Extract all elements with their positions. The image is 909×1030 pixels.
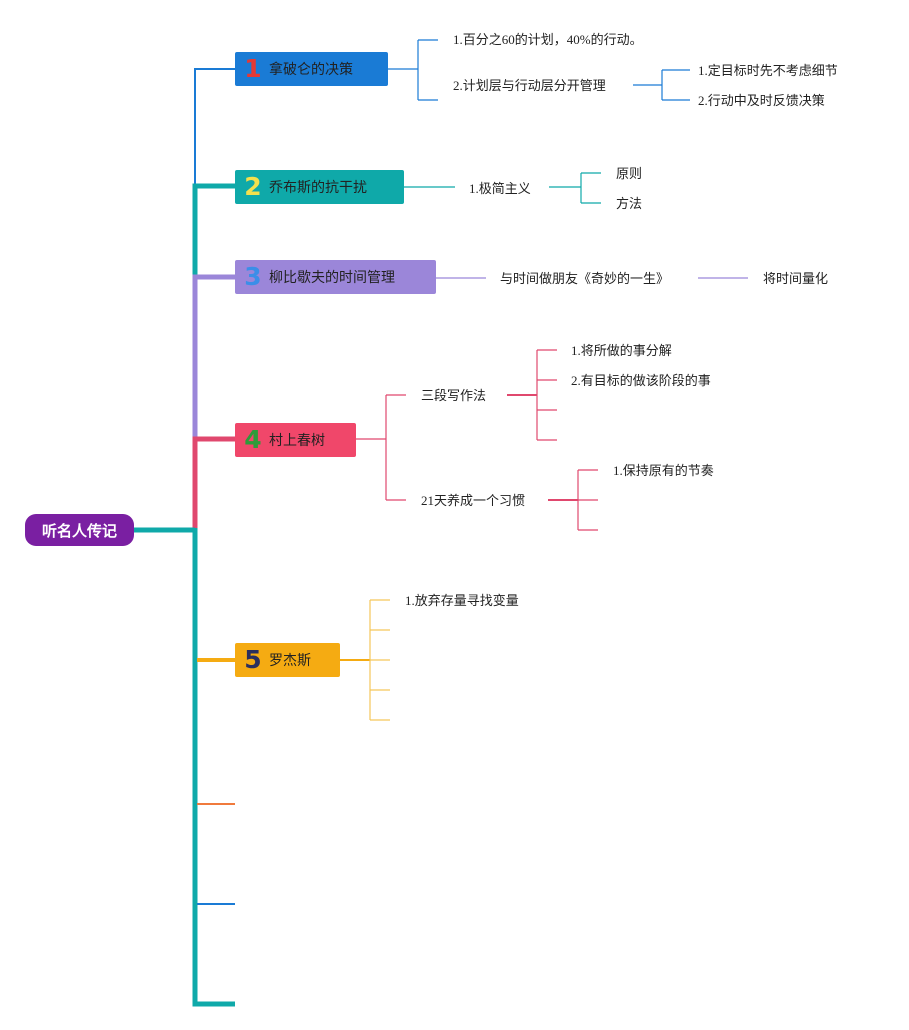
topic-jobs[interactable]: 2 乔布斯的抗干扰 (235, 170, 404, 204)
trunk-lower (192, 528, 235, 1007)
subtopic-label[interactable]: 2.行动中及时反馈决策 (698, 93, 825, 108)
topic-label: 柳比歇夫的时间管理 (269, 270, 395, 286)
subtopic-label[interactable]: 1.百分之60的计划，40%的行动。 (453, 32, 643, 47)
branch-line-3 (192, 274, 235, 438)
topic-label: 村上春树 (269, 433, 325, 449)
topic2-connectors (404, 172, 601, 204)
subtopic-label[interactable]: 1.定目标时先不考虑细节 (698, 63, 838, 78)
subtopic-label[interactable]: 1.将所做的事分解 (571, 343, 672, 358)
subtopic-label[interactable]: 1.极简主义 (469, 181, 531, 196)
topic-label: 拿破仑的决策 (269, 62, 353, 78)
subtopic-label[interactable]: 1.保持原有的节奏 (613, 463, 714, 478)
subtopic-label[interactable]: 原则 (616, 166, 643, 181)
subtopic-label[interactable]: 将时间量化 (763, 271, 829, 286)
branch-line-1 (194, 68, 235, 185)
subtopic-label[interactable]: 方法 (616, 196, 643, 211)
subtopic-label[interactable]: 2.有目标的做该阶段的事 (571, 373, 711, 388)
topic-number: 2 (244, 172, 262, 201)
subtopic-label[interactable]: 21天养成一个习惯 (421, 493, 526, 508)
topic-label: 乔布斯的抗干扰 (269, 180, 367, 196)
topic-murakami[interactable]: 4 村上春树 (235, 423, 356, 457)
topic-rogers[interactable]: 5 罗杰斯 (235, 643, 340, 677)
topic-lyubishchev[interactable]: 3 柳比歇夫的时间管理 (235, 260, 436, 294)
topic-number: 1 (244, 54, 262, 83)
topic4-connectors (356, 349, 598, 531)
branch-line-4 (192, 436, 235, 528)
branch-line-2 (192, 183, 235, 277)
subtopic-label[interactable]: 1.放弃存量寻找变量 (405, 593, 519, 608)
topic-number: 5 (244, 645, 262, 674)
root-topic[interactable]: 听名人传记 (25, 514, 134, 546)
subtopic-label[interactable]: 三段写作法 (421, 388, 487, 403)
topic-label: 罗杰斯 (269, 653, 311, 669)
topic-number: 3 (244, 262, 262, 291)
subtopic-label[interactable]: 2.计划层与行动层分开管理 (453, 78, 606, 93)
topic5-connectors (340, 599, 390, 721)
topic-napoleon[interactable]: 1 拿破仑的决策 (235, 52, 388, 86)
subtopic-label[interactable]: 与时间做朋友《奇妙的一生》 (500, 271, 670, 286)
topic-number: 4 (244, 425, 262, 454)
topic1-connectors (388, 39, 690, 101)
